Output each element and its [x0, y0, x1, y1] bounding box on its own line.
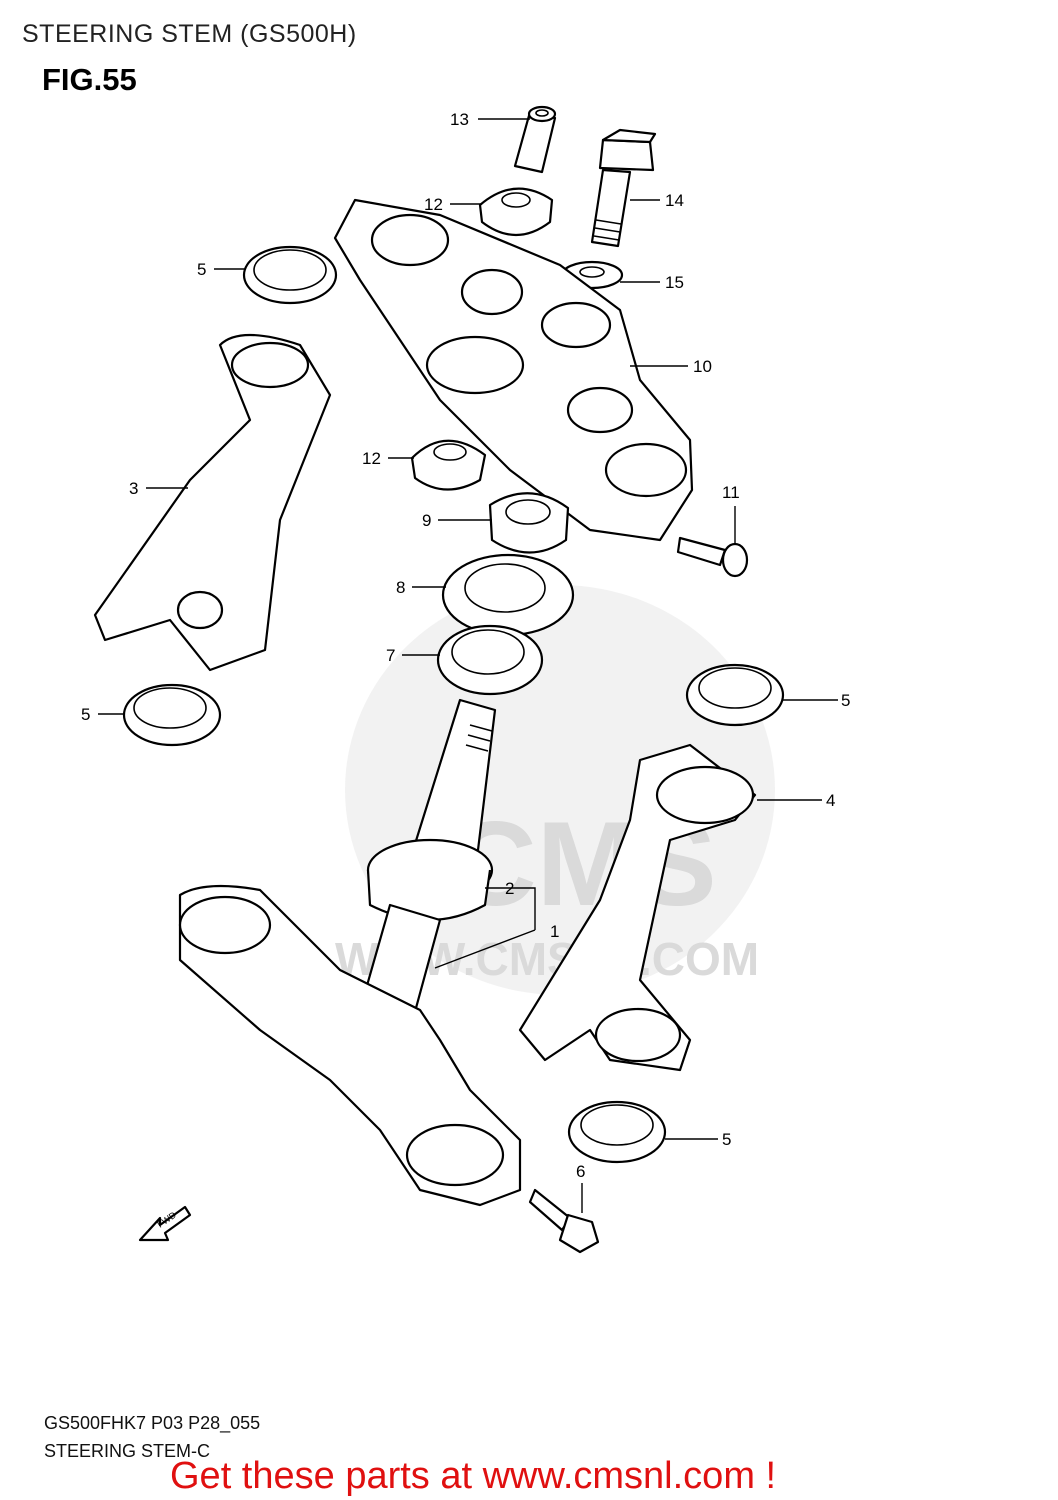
part-12-cushion-upper — [478, 187, 554, 236]
fwd-arrow-icon: FWD — [138, 1205, 192, 1242]
part-5-dust-seal — [122, 683, 222, 747]
part-8-seal — [441, 553, 575, 637]
part-5-dust-seal — [242, 245, 338, 305]
callout-5: 5 — [197, 260, 206, 279]
diagram-code: GS500FHK7 P03 P28_055 — [44, 1413, 261, 1433]
part-1-lower-bracket — [178, 884, 522, 1207]
callout-1: 1 — [550, 922, 559, 941]
callout-12: 12 — [424, 195, 443, 214]
callout-10: 10 — [693, 357, 712, 376]
part-5-dust-seal — [685, 663, 785, 727]
callout-15: 15 — [665, 273, 684, 292]
callout-8: 8 — [396, 578, 405, 597]
part-4-right-bracket — [518, 743, 757, 1072]
figure-number: FIG.55 — [42, 62, 137, 97]
callout-12: 12 — [362, 449, 381, 468]
callout-11: 11 — [722, 483, 740, 502]
part-6-bolt — [528, 1188, 600, 1254]
callout-5: 5 — [722, 1130, 731, 1149]
part-14-bolt — [590, 128, 657, 248]
part-13-sleeve — [513, 105, 557, 174]
callout-9: 9 — [422, 511, 431, 530]
callout-13: 13 — [450, 110, 469, 129]
callout-3: 3 — [129, 479, 138, 498]
part-7-bearing — [436, 624, 544, 696]
diagram-subtitle: STEERING STEM-C — [44, 1441, 211, 1461]
part-11-bolt — [676, 536, 749, 578]
callout-14: 14 — [665, 191, 684, 210]
callout-7: 7 — [386, 646, 395, 665]
cta-link[interactable]: Get these parts at www.cmsnl.com ! — [170, 1455, 777, 1497]
part-5-dust-seal — [567, 1100, 667, 1164]
page-title: STEERING STEM (GS500H) — [22, 20, 357, 48]
part-9-nut — [488, 492, 570, 554]
callout-6: 6 — [576, 1162, 585, 1181]
callout-2: 2 — [505, 879, 514, 898]
part-2-stem-shaft — [358, 698, 497, 1032]
part-12-cushion-lower — [410, 439, 487, 491]
callout-5: 5 — [81, 705, 90, 724]
leader-lines — [98, 118, 838, 1213]
callout-5: 5 — [841, 691, 850, 710]
callout-4: 4 — [826, 791, 835, 810]
callout-labels: 13 14 12 5 15 10 12 3 11 9 8 7 5 5 4 2 1… — [81, 110, 850, 1181]
part-10-upper-bracket — [333, 198, 694, 542]
part-3-left-bracket — [93, 333, 332, 672]
